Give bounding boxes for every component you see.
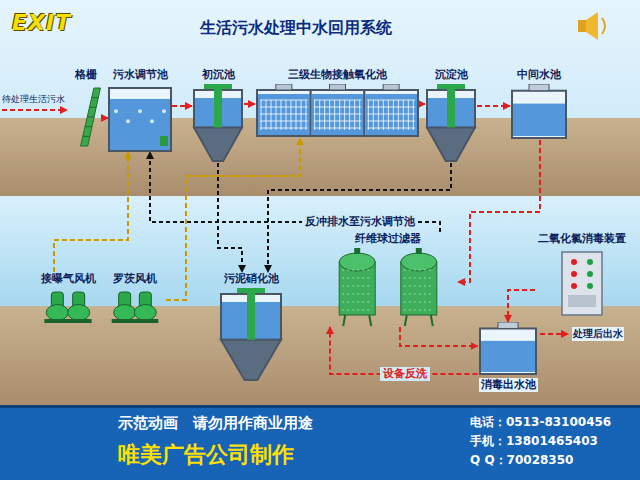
process-tank: 沉淀池 xyxy=(425,68,477,163)
pipe-connector xyxy=(268,163,451,272)
tank-label: 沉淀池 xyxy=(433,68,470,82)
tank-label: 污水调节池 xyxy=(111,68,170,82)
mid-drawing xyxy=(478,322,538,376)
tank-label: 二氧化氯消毒装置 xyxy=(536,232,628,246)
outflow-label: 处理后出水 xyxy=(572,327,624,341)
process-tank: 接曝气风机 xyxy=(36,272,100,324)
pipe-connector xyxy=(244,103,255,105)
sound-icon xyxy=(578,12,605,40)
pipe-connector xyxy=(458,140,540,282)
process-tank: 中间水池 xyxy=(510,68,568,140)
pipe-connector xyxy=(420,103,425,105)
process-tank: 罗茨风机 xyxy=(104,272,166,324)
blower-drawing xyxy=(36,288,100,324)
process-tank: 污泥硝化池 xyxy=(219,272,283,382)
process-tank: 消毒出水池 xyxy=(478,322,539,392)
process-tank: 纤维球过滤器 xyxy=(318,232,458,327)
tank-label: 格栅 xyxy=(73,68,99,82)
pipe-connector xyxy=(508,290,535,322)
cone-drawing xyxy=(192,84,244,163)
edge-label: 反冲排水至污水调节池 xyxy=(302,215,418,229)
notice-text: 示范动画 请勿用作商业用途 xyxy=(118,414,313,433)
cone-drawing xyxy=(425,84,477,163)
pipe-connector xyxy=(104,117,108,119)
tank-label: 污泥硝化池 xyxy=(222,272,281,286)
tank-drawing xyxy=(108,84,172,152)
tank-label: 罗茨风机 xyxy=(111,272,159,286)
process-tank: 二氧化氯消毒装置 xyxy=(535,232,629,317)
tank-label: 三级生物接触氧化池 xyxy=(286,68,389,82)
process-tank: 污水调节池 xyxy=(108,68,172,152)
pipe-connector xyxy=(54,152,128,272)
tank-label: 初沉池 xyxy=(200,68,237,82)
pipe-connector xyxy=(477,105,510,107)
process-tank: 格栅 xyxy=(68,68,104,150)
pipe-connector xyxy=(400,327,478,346)
bio-drawing xyxy=(255,84,420,138)
process-tank: 初沉池 xyxy=(192,68,244,163)
maker-text: 唯美广告公司制作 xyxy=(118,440,294,470)
mid-drawing xyxy=(510,84,568,140)
filter-drawing xyxy=(318,248,458,327)
pipe-connector xyxy=(150,152,440,232)
edge-label: 设备反洗 xyxy=(380,367,430,381)
inflow-arrow xyxy=(2,106,68,114)
cone-drawing xyxy=(219,288,283,382)
process-tank: 三级生物接触氧化池 xyxy=(255,68,420,138)
title: 生活污水处理中水回用系统 xyxy=(200,18,392,39)
tank-label: 中间水池 xyxy=(515,68,563,82)
exit-button: EXIT xyxy=(12,10,71,35)
pipe-connector xyxy=(218,163,242,272)
qq-text: Q Q：70028350 xyxy=(470,452,573,469)
inflow-label: 待处理生活污水 xyxy=(2,94,65,105)
blower-drawing xyxy=(104,288,166,324)
pipe-connector xyxy=(166,138,300,300)
tank-label: 消毒出水池 xyxy=(479,378,538,392)
grille-drawing xyxy=(68,84,104,150)
pipe-connector xyxy=(172,105,192,107)
cabinet-drawing xyxy=(536,248,628,317)
tank-label: 纤维球过滤器 xyxy=(353,232,423,246)
tank-label: 接曝气风机 xyxy=(39,272,98,286)
mobile-text: 手机：13801465403 xyxy=(470,433,598,450)
phone-text: 电话：0513-83100456 xyxy=(470,414,611,431)
outflow-arrow xyxy=(540,330,569,338)
